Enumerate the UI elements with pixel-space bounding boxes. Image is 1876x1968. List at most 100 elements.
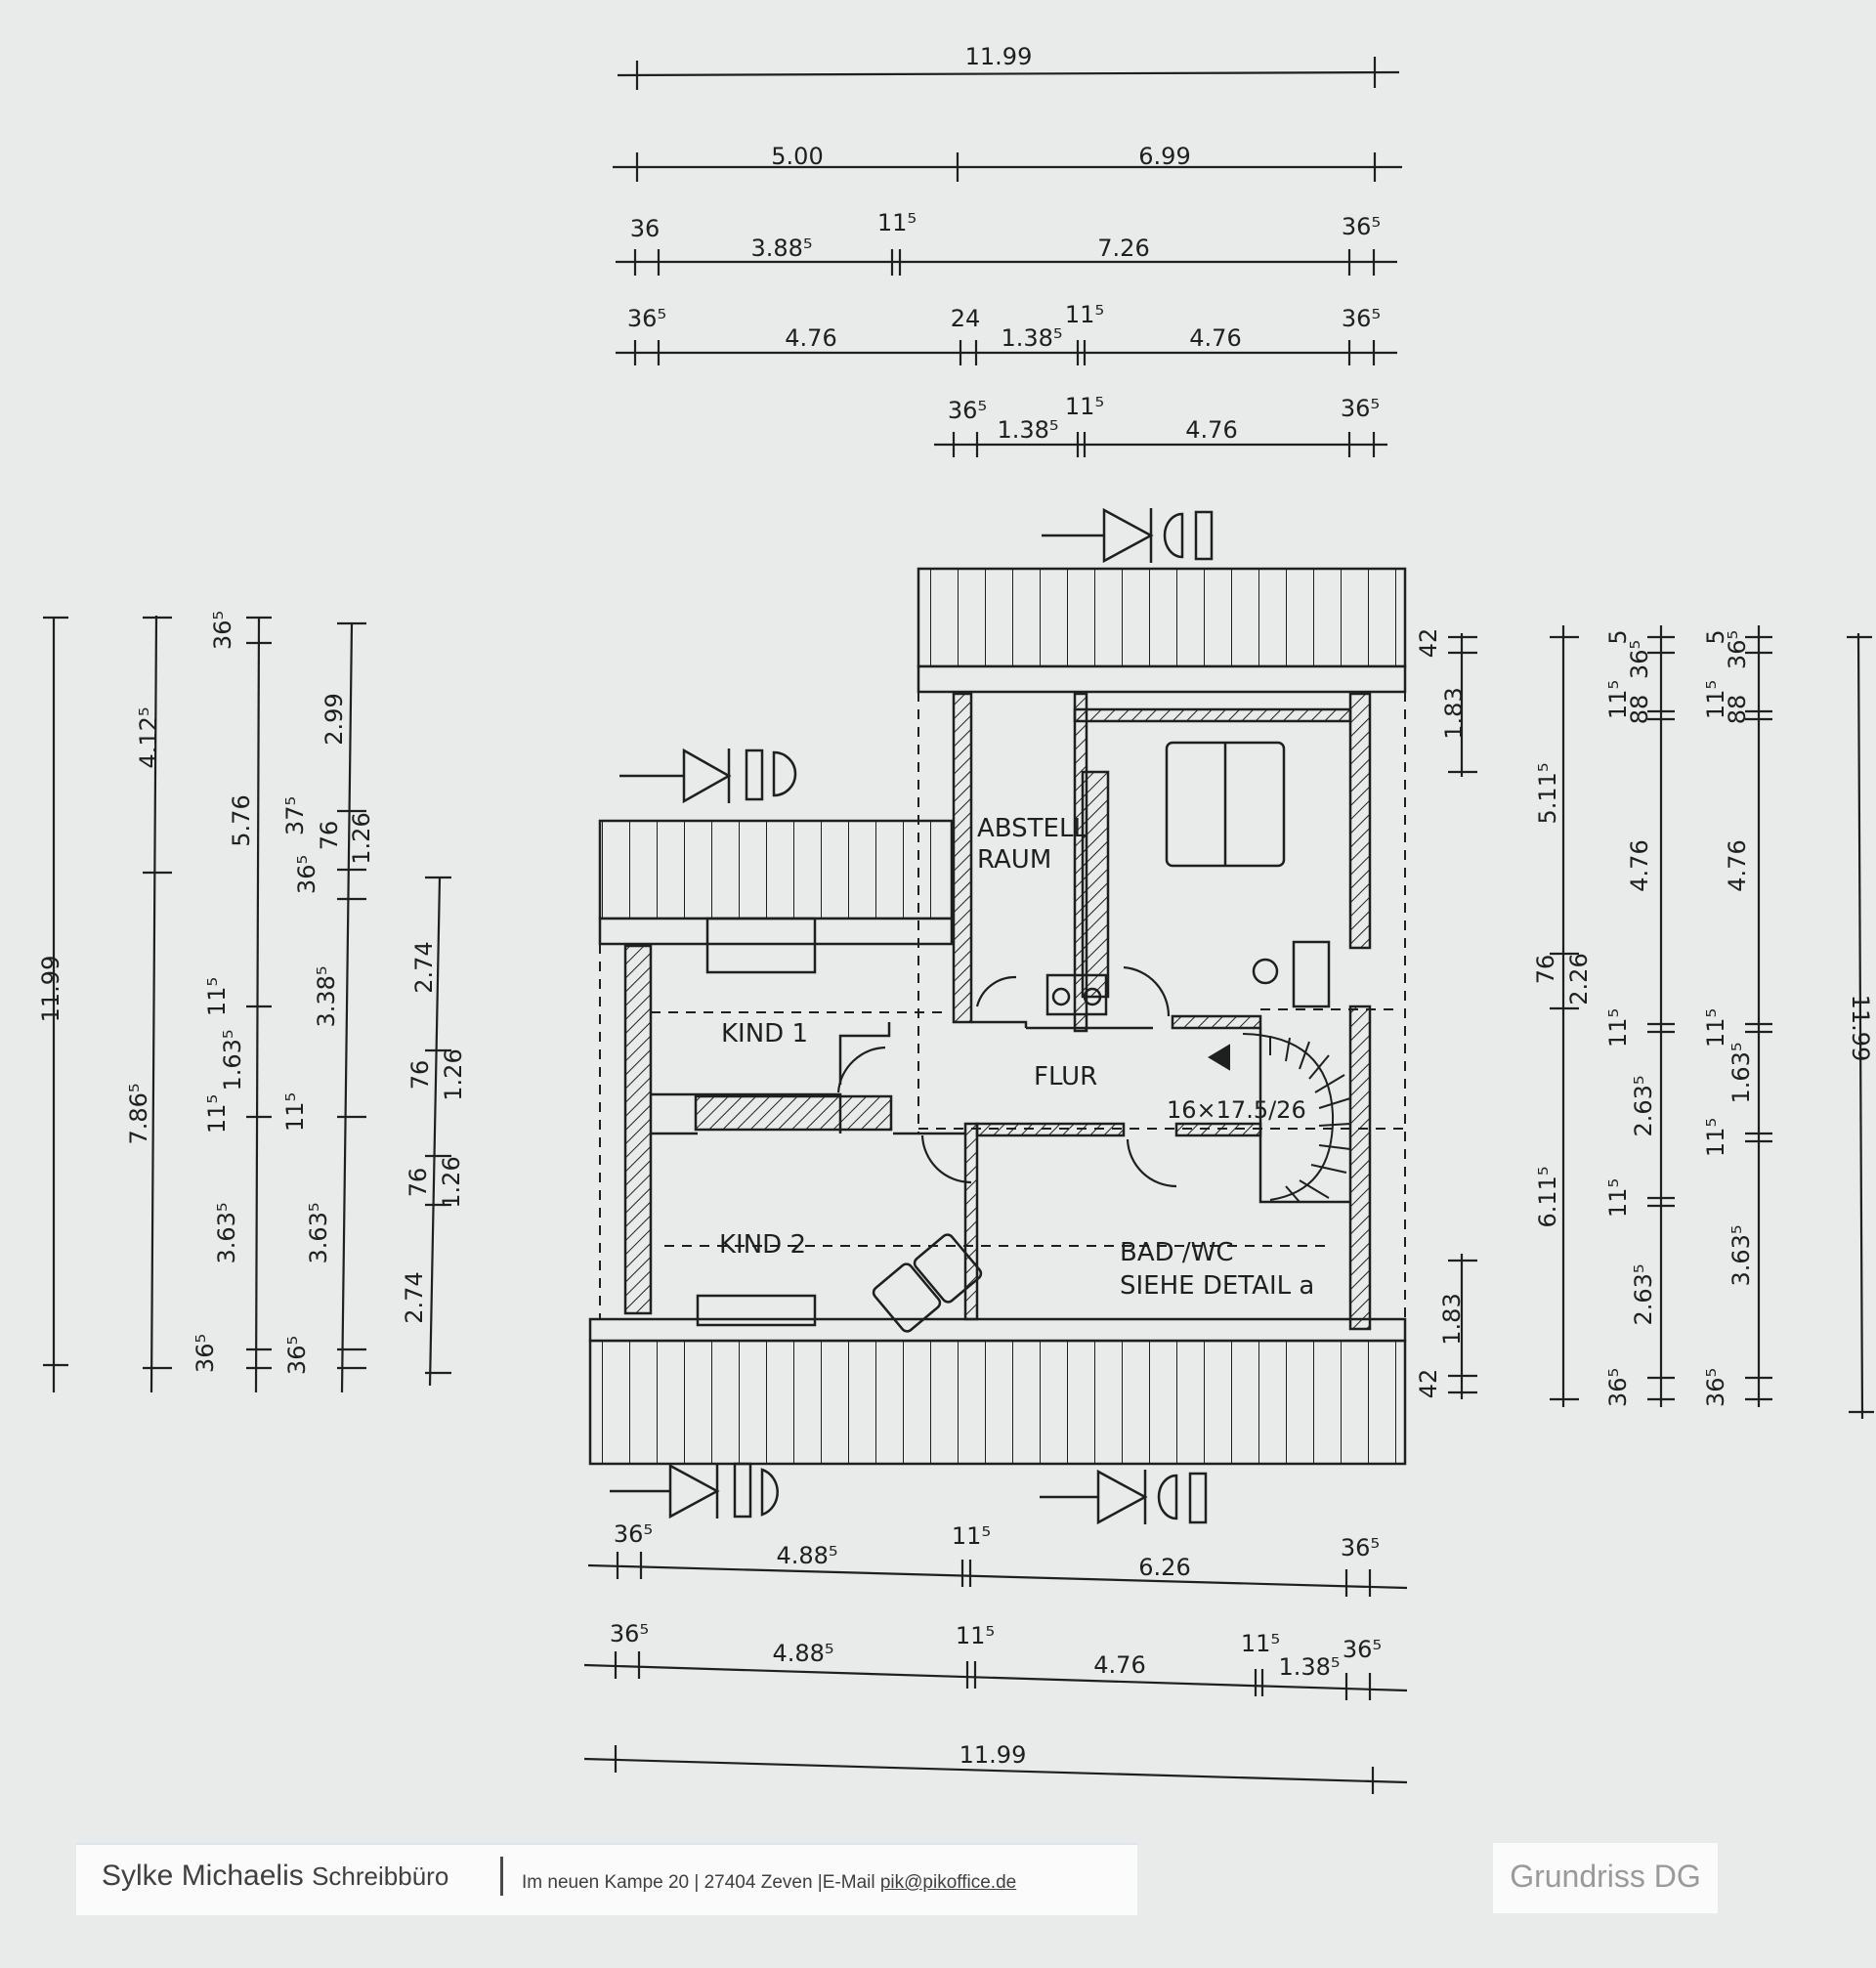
room-label-flur: FLUR [1034, 1062, 1097, 1091]
dim-label: 11.99 [965, 43, 1033, 70]
top-dimension-lines [613, 57, 1402, 457]
dim-label: 1.63⁵ [1727, 1042, 1755, 1103]
dim-label: 1.63⁵ [219, 1029, 246, 1091]
dim-label: 4.76 [1626, 839, 1653, 891]
dim-label: 3.63⁵ [1727, 1224, 1755, 1286]
dim-label: 76 [316, 821, 343, 851]
dim-label: 36⁵ [283, 1336, 311, 1375]
dim-label: 37⁵ [281, 796, 309, 835]
dim-label: 36⁵ [1702, 1368, 1729, 1407]
dim-label: 4.76 [1189, 324, 1241, 352]
dim-label: 2.63⁵ [1630, 1075, 1657, 1136]
dim-label: 36 [630, 215, 661, 242]
dim-label: 5.11⁵ [1534, 762, 1561, 824]
footer-address-line: Im neuen Kampe 20 | 27404 Zeven |E-Mail … [522, 1872, 1016, 1894]
dim-label: 11⁵ [281, 1092, 309, 1132]
dim-label: 36⁵ [293, 855, 320, 894]
dim-label: 3.88⁵ [750, 235, 812, 262]
dim-label: 11⁵ [1604, 680, 1632, 719]
dim-label: 3.63⁵ [305, 1202, 332, 1263]
dim-label: 42 [1415, 1369, 1442, 1399]
dim-label: 11.99 [37, 956, 64, 1023]
dim-label: 36⁵ [192, 1334, 219, 1373]
dim-label: 88 [1724, 695, 1751, 725]
room-label-bad-detail: SIEHE DETAIL a [1120, 1271, 1314, 1301]
dim-label: 11⁵ [1604, 1008, 1632, 1048]
dim-label: 4.76 [785, 324, 836, 352]
dim-label: 11.99 [1847, 995, 1874, 1062]
room-labels: ABSTELL RAUM KIND 1 FLUR 16×17.5/26 KIND… [719, 814, 1314, 1301]
dim-label: 6.26 [1138, 1554, 1190, 1581]
dim-label: 1.26 [348, 812, 375, 864]
room-label-kind2: KIND 2 [719, 1230, 806, 1260]
room-label-abstellraum-2: RAUM [977, 845, 1051, 875]
dim-label: 5.00 [771, 143, 823, 170]
dashed-lines [599, 569, 1406, 1341]
dim-label: 36⁵ [614, 1520, 653, 1548]
dim-label: 2.74 [401, 1271, 428, 1323]
footer-email-link[interactable]: pik@pikoffice.de [879, 1872, 1017, 1893]
dim-label: 11⁵ [203, 1094, 231, 1134]
dim-label: 36⁵ [627, 305, 666, 332]
dim-label: 7.86⁵ [125, 1083, 152, 1144]
dim-label: 36⁵ [1341, 1534, 1380, 1562]
section-marker-left [619, 748, 797, 804]
dim-label: 1.38⁵ [997, 416, 1058, 444]
dim-label: 11⁵ [203, 977, 231, 1016]
dim-label: 11⁵ [1702, 680, 1729, 719]
dim-label: 88 [1626, 695, 1653, 725]
footer-name: Sylke Michaelis [102, 1860, 304, 1892]
footer-company: Sylke Michaelis Schreibbüro [102, 1860, 448, 1893]
section-marker-bottom-left [610, 1462, 779, 1519]
footer-separator [500, 1857, 503, 1896]
dim-label: 1.26 [438, 1156, 465, 1208]
stair-spec-label: 16×17.5/26 [1167, 1096, 1306, 1124]
bottom-dimension-lines [583, 1552, 1408, 1794]
bottom-dimension-labels: 36⁵ 4.88⁵ 11⁵ 6.26 36⁵ 36⁵ 4.88⁵ 11⁵ 4.7… [610, 1520, 1382, 1769]
dim-label: 36⁵ [1343, 1636, 1382, 1663]
staircase [1208, 1033, 1351, 1203]
footer-bar [76, 1843, 1137, 1915]
dim-label: 6.11⁵ [1534, 1166, 1561, 1227]
dim-label: 1.83 [1440, 687, 1468, 739]
dim-label: 2.74 [410, 941, 438, 993]
dim-label: 42 [1415, 628, 1442, 659]
roof-hatching [588, 567, 1407, 1466]
dim-label: 2.63⁵ [1630, 1263, 1657, 1325]
dim-label: 36⁵ [209, 611, 236, 650]
dim-label: 24 [951, 305, 981, 332]
dim-label: 36⁵ [1342, 305, 1381, 332]
dim-label: 5 [1702, 629, 1729, 644]
dim-label: 11⁵ [1065, 393, 1104, 420]
dim-label: 11⁵ [952, 1522, 991, 1550]
right-dimension-labels: 42 1.83 1.83 42 5.11⁵ 76 2.26 6.11⁵ 11⁵ … [1415, 628, 1874, 1407]
dim-label: 4.12⁵ [135, 706, 162, 768]
dim-label: 36⁵ [1341, 395, 1380, 422]
doors [836, 965, 1177, 1188]
dim-label: 4.88⁵ [776, 1542, 837, 1569]
dim-label: 1.38⁵ [1001, 324, 1062, 352]
dim-label: 11⁵ [956, 1622, 995, 1649]
dim-label: 5.76 [228, 794, 255, 846]
dim-label: 4.76 [1093, 1651, 1145, 1679]
dim-label: 7.26 [1097, 235, 1149, 262]
dim-label: 2.99 [320, 693, 348, 745]
dim-label: 5 [1604, 629, 1632, 644]
dim-label: 11⁵ [1702, 1118, 1729, 1157]
section-marker-top [1042, 507, 1214, 564]
footer-company-type: Schreibbüro [312, 1861, 449, 1891]
dim-label: 36⁵ [610, 1620, 649, 1647]
dim-label: 11⁵ [1065, 301, 1104, 328]
dim-label: 4.76 [1724, 839, 1751, 891]
dim-label: 4.88⁵ [772, 1640, 833, 1667]
plan-title: Grundriss DG [1510, 1859, 1701, 1894]
dim-label: 2.26 [1565, 953, 1593, 1005]
dim-label: 76 [1532, 955, 1559, 985]
room-label-kind1: KIND 1 [721, 1019, 808, 1048]
room-label-bad: BAD /WC [1120, 1238, 1234, 1267]
dim-label: 6.99 [1138, 143, 1190, 170]
dim-label: 11⁵ [1702, 1008, 1729, 1048]
dim-label: 11⁵ [877, 209, 917, 236]
right-dimension-lines [1448, 625, 1874, 1420]
